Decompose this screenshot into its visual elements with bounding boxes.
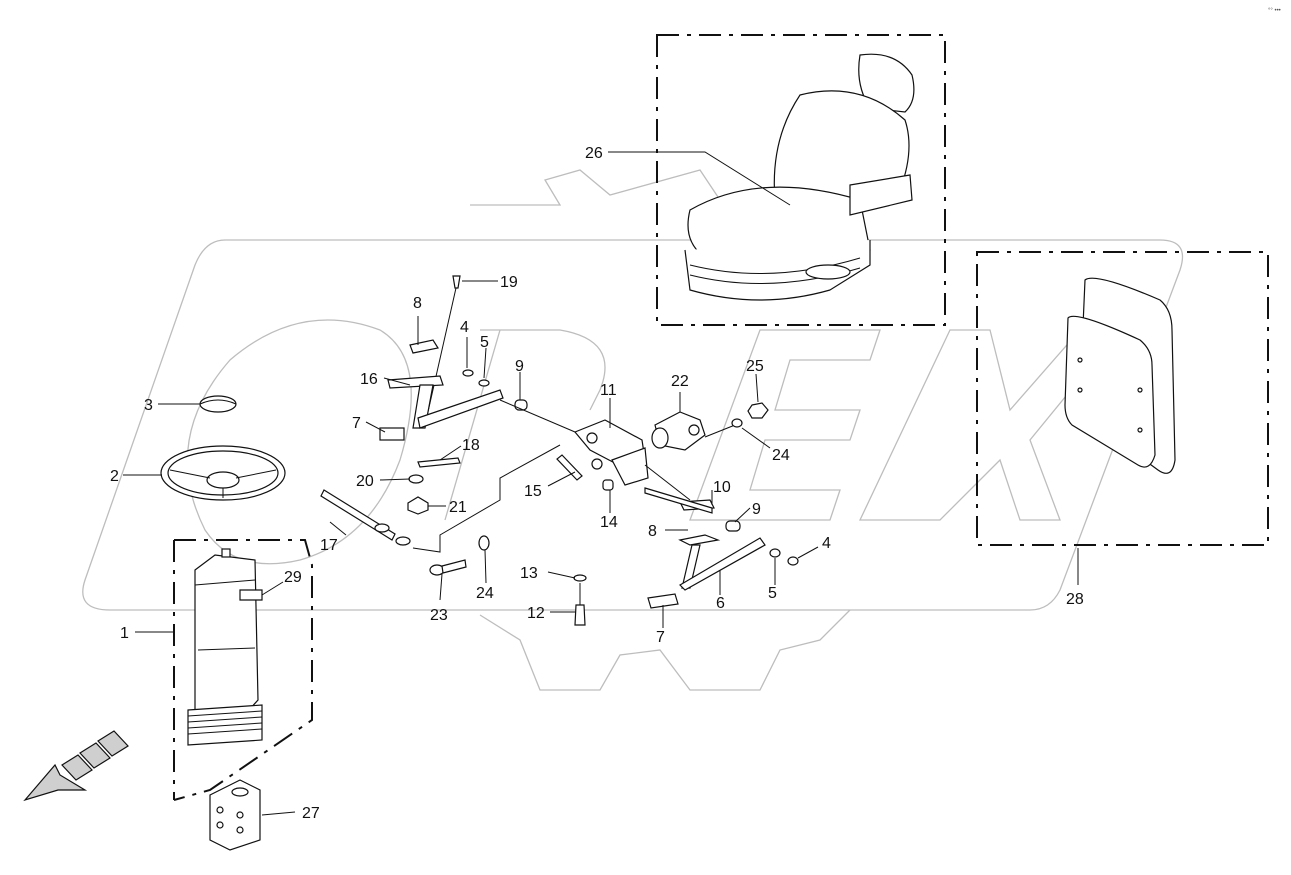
- steering-valve: [209, 779, 261, 851]
- callout-4a: 4: [460, 319, 469, 336]
- callout-1: 1: [120, 625, 129, 642]
- operator-seat: [684, 53, 915, 301]
- bolt-12: [573, 574, 587, 626]
- seat-group-box: [656, 34, 946, 326]
- steering-column: [187, 548, 263, 746]
- callout-9a: 9: [515, 358, 524, 375]
- callout-29: 29: [284, 569, 302, 586]
- corner-mark: °° •••: [1268, 8, 1281, 14]
- callout-13: 13: [520, 565, 538, 582]
- callout-9b: 9: [752, 501, 761, 518]
- callout-5b: 5: [768, 585, 777, 602]
- bolt-23: [429, 535, 490, 576]
- pedal-assembly-right: [644, 487, 799, 609]
- pedal-bracket: [499, 399, 691, 501]
- steering-column-group-box: [173, 539, 313, 801]
- callout-20: 20: [356, 473, 374, 490]
- callout-2: 2: [110, 468, 119, 485]
- callout-24a: 24: [476, 585, 494, 602]
- callout-14: 14: [600, 514, 618, 531]
- leader-lines: [123, 151, 1079, 816]
- callout-15: 15: [524, 483, 542, 500]
- callout-26: 26: [585, 145, 603, 162]
- callout-7b: 7: [656, 629, 665, 646]
- callout-5a: 5: [480, 334, 489, 351]
- callout-12: 12: [527, 605, 545, 622]
- callout-10: 10: [713, 479, 731, 496]
- callout-labels: 1 2 3 4 4 5 5 6 7 7 8 8 9 9 10 11 12 13 …: [110, 145, 1084, 822]
- callout-24b: 24: [772, 447, 790, 464]
- callout-23: 23: [430, 607, 448, 624]
- callout-19: 19: [500, 274, 518, 291]
- steering-wheel: [160, 445, 286, 501]
- callout-22: 22: [671, 373, 689, 390]
- callout-6: 6: [716, 595, 725, 612]
- horn-cap: [199, 395, 237, 413]
- pedal-assembly-left: [379, 275, 528, 515]
- callout-8b: 8: [648, 523, 657, 540]
- cable-assembly: [320, 444, 561, 553]
- callout-16: 16: [360, 371, 378, 388]
- switch-22: [651, 402, 769, 451]
- callout-21: 21: [449, 499, 467, 516]
- backrest-group-box: [976, 251, 1269, 546]
- callout-25: 25: [746, 358, 764, 375]
- callout-8a: 8: [413, 295, 422, 312]
- seat-backrest: [1064, 277, 1176, 474]
- callout-17: 17: [320, 537, 338, 554]
- callout-7a: 7: [352, 415, 361, 432]
- callout-3: 3: [144, 397, 153, 414]
- callout-18: 18: [462, 437, 480, 454]
- callout-11: 11: [600, 382, 617, 399]
- callout-28: 28: [1066, 591, 1084, 608]
- direction-arrow-icon: [23, 730, 129, 802]
- watermark-logo: [82, 169, 1184, 691]
- callout-4b: 4: [822, 535, 831, 552]
- callout-27: 27: [302, 805, 320, 822]
